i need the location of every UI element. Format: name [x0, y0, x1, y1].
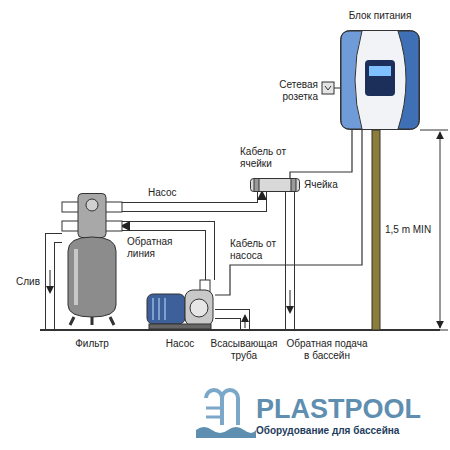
brand-name: PLASTPOOL: [256, 394, 446, 424]
cable-line: [290, 130, 352, 178]
dimension-tick: [420, 330, 448, 331]
drain-pipe-inner: [50, 238, 62, 329]
water-pipe: [122, 226, 210, 280]
sand-filter-shape: [62, 193, 122, 325]
return-pipe-inner: [286, 192, 294, 329]
sand-filter: Фильтр: [62, 193, 122, 325]
electrolysis-cell: Ячейка: [250, 178, 300, 192]
part-label: Насос: [160, 338, 200, 350]
circulation-pump-shape: [145, 280, 215, 330]
callout-label: Слив: [16, 276, 44, 288]
part-label: Фильтр: [52, 338, 132, 350]
socket-wire: [334, 88, 340, 89]
pipe-inner: [122, 226, 210, 280]
callout-label: Насос: [148, 187, 188, 199]
dimension-line: [440, 132, 441, 328]
pipe-outline: [122, 192, 262, 207]
suction-pipe: [215, 314, 245, 329]
logo-icon: [196, 390, 256, 438]
pipe-outline: [122, 226, 210, 280]
flow-line: [122, 226, 210, 280]
power-cable: [290, 130, 352, 178]
callout-label: 1,5 m MIN: [385, 224, 437, 236]
electrolysis-cell-shape: [250, 178, 300, 192]
brand-tagline: Оборудование для бассейна: [256, 425, 446, 437]
power-cable: [215, 130, 362, 295]
callout-label: Всасывающая труба: [206, 338, 282, 362]
part-label: Ячейка: [304, 179, 348, 191]
power-unit-shape: [340, 30, 420, 130]
flow-arrow: [50, 270, 51, 290]
cable-label: Кабель от насоса: [230, 238, 282, 262]
dimension-tick: [420, 130, 448, 131]
socket-symbol: [325, 86, 331, 90]
callout-label: Обратная линия: [127, 236, 182, 260]
callout-label: Обратная подача в бассейн: [284, 338, 370, 362]
callout-label: Сетевая розетка: [258, 79, 318, 103]
power-socket: [322, 82, 334, 94]
power-unit: Блок питания: [340, 30, 420, 130]
water-pipe: [122, 192, 262, 207]
flow-arrow: [245, 318, 246, 328]
return-pipe: [285, 192, 295, 329]
suction-pipe-inner: [215, 314, 245, 329]
flow-arrow: [290, 290, 291, 310]
mounting-post: [372, 130, 380, 330]
circulation-pump: Насос: [145, 280, 215, 330]
cable-label: Кабель от ячейки: [240, 146, 296, 170]
cable-line: [215, 130, 362, 295]
pipe-inner: [122, 192, 262, 207]
flow-line: [122, 192, 262, 207]
drain-pipe: [50, 238, 62, 329]
part-label: Блок питания: [330, 10, 430, 22]
